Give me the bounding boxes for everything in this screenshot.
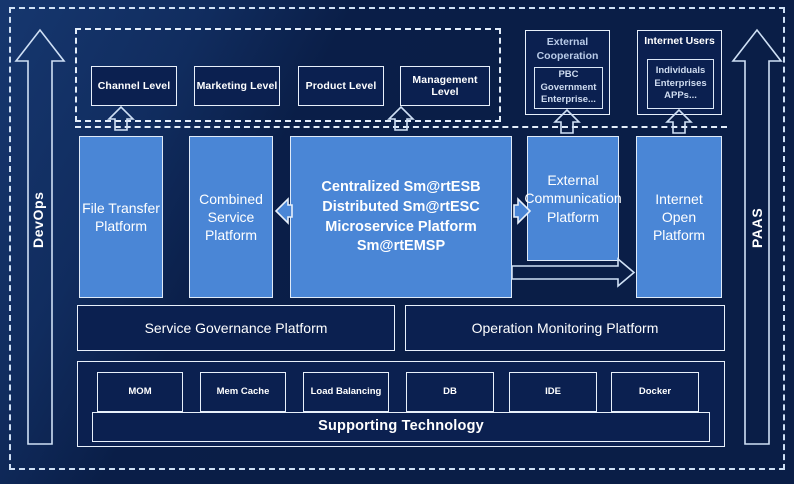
service-governance-platform[interactable]: Service Governance Platform bbox=[77, 305, 395, 351]
internet-users-group[interactable]: Internet Users Individuals Enterprises A… bbox=[637, 30, 722, 115]
management-label: Operation Monitoring Platform bbox=[471, 319, 659, 336]
operation-monitoring-platform[interactable]: Operation Monitoring Platform bbox=[405, 305, 725, 351]
technology-label: Load Balancing bbox=[310, 385, 382, 397]
platform-label: Internet Open Platform bbox=[652, 190, 706, 244]
platform-label: File Transfer Platform bbox=[82, 199, 160, 234]
technology-label: Mem Cache bbox=[216, 385, 270, 397]
core-line-3: Microservice Platform Sm@rtEMSP bbox=[325, 219, 477, 254]
technology-label: MOM bbox=[128, 385, 152, 397]
consumer-levels-group bbox=[75, 28, 501, 122]
platform-file-transfer[interactable]: File Transfer Platform bbox=[79, 136, 163, 298]
management-label: Service Governance Platform bbox=[144, 319, 328, 336]
technology-label: DB bbox=[443, 385, 457, 397]
internet-users-title: Internet Users bbox=[644, 35, 715, 47]
platform-band-divider bbox=[75, 126, 727, 128]
technology-box-mom[interactable]: MOM bbox=[97, 372, 183, 412]
internet-users-items: Individuals Enterprises APPs... bbox=[647, 59, 714, 109]
core-line-1: Centralized Sm@rtESB bbox=[321, 179, 481, 196]
paas-rail-label: PAAS bbox=[749, 207, 765, 248]
outer-boundary bbox=[9, 7, 785, 470]
level-box-product[interactable]: Product Level bbox=[298, 66, 384, 106]
technology-box-db[interactable]: DB bbox=[406, 372, 494, 412]
platform-combined-service[interactable]: Combined Service Platform bbox=[189, 136, 273, 298]
technology-box-ide[interactable]: IDE bbox=[509, 372, 597, 412]
level-label: Product Level bbox=[305, 79, 377, 92]
technology-label: IDE bbox=[545, 385, 561, 397]
platform-label: External Communication Platform bbox=[524, 172, 622, 225]
platform-core-esb[interactable]: Centralized Sm@rtESB Distributed Sm@rtES… bbox=[290, 136, 512, 298]
platform-external-communication[interactable]: External Communication Platform bbox=[524, 136, 622, 261]
technology-label: Docker bbox=[638, 385, 672, 397]
supporting-technology-label: Supporting Technology bbox=[318, 418, 484, 435]
level-box-marketing[interactable]: Marketing Level bbox=[194, 66, 280, 106]
platform-internet-open[interactable]: Internet Open Platform bbox=[636, 136, 722, 298]
level-box-management[interactable]: Management Level bbox=[400, 66, 490, 106]
level-label: Marketing Level bbox=[196, 79, 278, 92]
supporting-technology-banner: Supporting Technology bbox=[92, 412, 710, 442]
level-label: Management Level bbox=[412, 73, 478, 98]
external-cooperation-group[interactable]: External Cooperation PBC Government Ente… bbox=[525, 30, 610, 115]
technology-box-load-balancing[interactable]: Load Balancing bbox=[303, 372, 389, 412]
platform-label: Combined Service Platform bbox=[199, 190, 263, 244]
level-box-channel[interactable]: Channel Level bbox=[91, 66, 177, 106]
devops-rail-label: DevOps bbox=[30, 191, 46, 248]
technology-box-docker[interactable]: Docker bbox=[611, 372, 699, 412]
external-cooperation-title: External Cooperation bbox=[536, 36, 599, 63]
external-cooperation-items: PBC Government Enterprise... bbox=[534, 67, 603, 109]
level-label: Channel Level bbox=[97, 79, 171, 92]
core-line-2: Distributed Sm@rtESC bbox=[322, 199, 480, 216]
technology-box-mem-cache[interactable]: Mem Cache bbox=[200, 372, 286, 412]
